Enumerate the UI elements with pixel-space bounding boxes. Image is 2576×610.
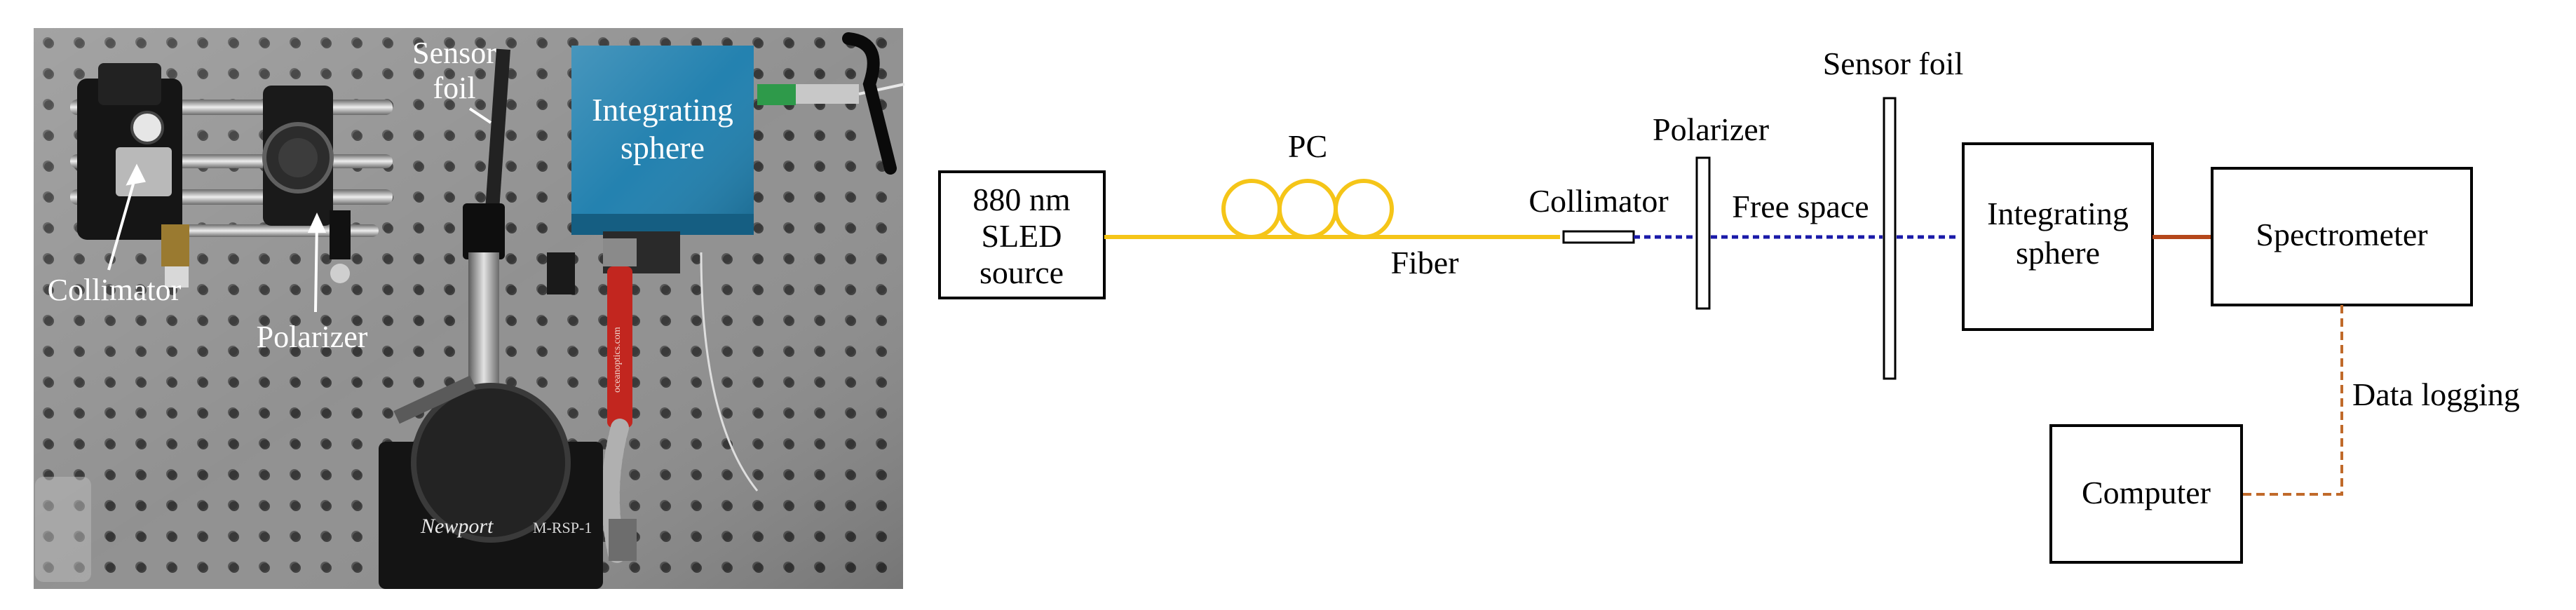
source-line-2: SLED (982, 218, 1062, 254)
photo-label-collimator: Collimator (48, 273, 182, 307)
integrating-sphere-photo: oceanoptics.com (547, 32, 905, 563)
spectrometer-box (2211, 167, 2473, 306)
cage-assembly (70, 63, 393, 287)
schematic-panel: 880 nm SLED source PC Fiber Collimator F… (938, 46, 2520, 564)
photo-annotation-arrows (107, 107, 492, 313)
pc-loop-3 (1334, 179, 1394, 239)
spectrometer-label: Spectrometer (2256, 217, 2427, 252)
stage-model: M-RSP-1 (533, 519, 592, 536)
sled-source-box (938, 170, 1106, 299)
stage-brand: Newport (420, 515, 494, 538)
data-logging-label: Data logging (2352, 377, 2520, 412)
free-space-label: Free space (1732, 189, 1869, 224)
collimator-knob (130, 111, 164, 144)
rotation-stage: Newport M-RSP-1 (379, 375, 637, 589)
photo-label-sensor-foil-1: Sensor (412, 36, 496, 70)
sphere-line-1: Integrating (1987, 196, 2129, 231)
photo-label-sphere-2: sphere (621, 130, 705, 165)
red-fiber (607, 266, 632, 428)
photo-label-sensor-foil-2: foil (433, 71, 475, 105)
sensor-foil (485, 48, 510, 211)
pc-label: PC (1288, 128, 1327, 164)
source-line-3: source (979, 255, 1064, 290)
sensor-foil-symbol (1883, 97, 1897, 380)
photo-panel: oceanoptics.com Newport M-RSP-1 Sensor f… (34, 28, 905, 589)
photo-label-sphere-1: Integrating (592, 92, 733, 128)
polarizer-label: Polarizer (1653, 111, 1769, 147)
data-logging-link (2242, 305, 2343, 496)
pc-loop-2 (1277, 179, 1338, 239)
photo-label-polarizer: Polarizer (257, 320, 368, 354)
fiber-label: Fiber (1390, 245, 1458, 280)
computer-box (2049, 424, 2243, 564)
computer-label: Computer (2082, 475, 2211, 510)
sphere-line-2: sphere (2016, 235, 2100, 271)
sphere-box (1962, 142, 2154, 331)
sensor-foil-label: Sensor foil (1823, 46, 1964, 81)
source-line-1: 880 nm (972, 182, 1071, 217)
polarizer-symbol (1695, 156, 1711, 310)
collimator-label: Collimator (1528, 183, 1668, 219)
collimator-symbol (1562, 230, 1635, 244)
pc-loop-1 (1221, 179, 1282, 239)
fiber-print: oceanoptics.com (612, 327, 623, 393)
